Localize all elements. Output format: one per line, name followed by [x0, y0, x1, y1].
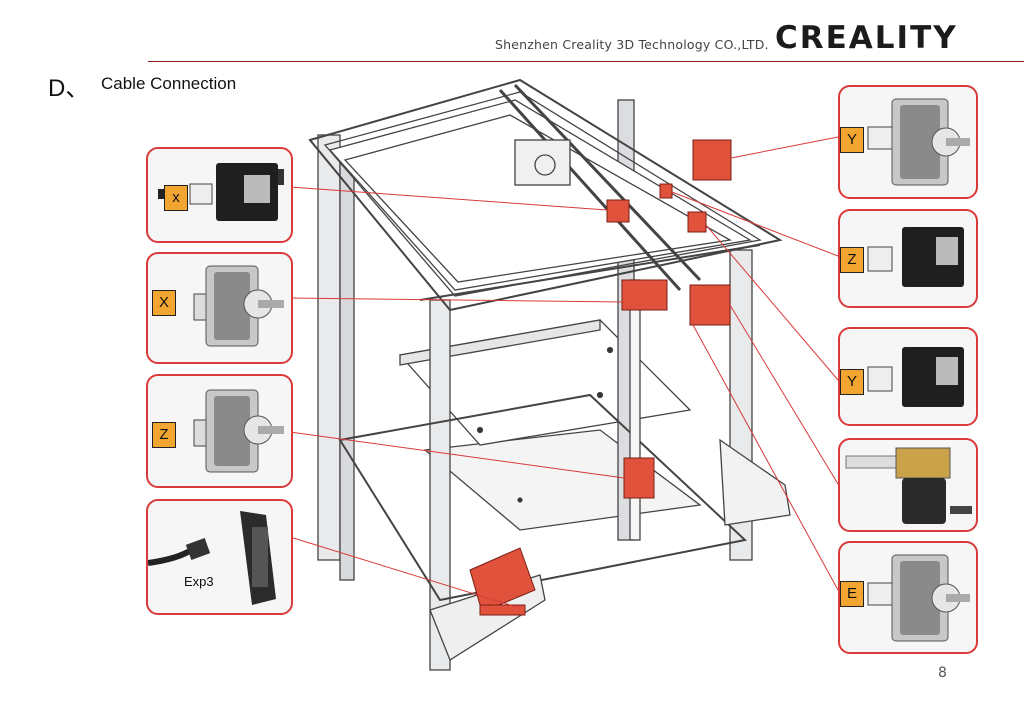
- callout-extruder: [838, 438, 978, 532]
- extruder-gear-icon: [895, 447, 951, 479]
- section-letter: D、: [48, 75, 90, 102]
- z-motor-part: [623, 457, 655, 499]
- callout-x-endstop: x: [146, 147, 293, 243]
- label-e-motor: E: [840, 581, 864, 607]
- screen-part: [469, 547, 536, 613]
- callout-z-endstop: Z: [838, 209, 978, 308]
- z-endstop-part: [659, 183, 673, 199]
- label-x-endstop: x: [164, 185, 188, 211]
- x-motor-part: [621, 279, 668, 311]
- base-plate: [423, 429, 702, 531]
- label-z-endstop: Z: [840, 247, 864, 273]
- header-divider: [148, 61, 1024, 62]
- hotend-block: [514, 139, 571, 186]
- callout-screen-cable: Exp3: [146, 499, 293, 615]
- callout-y-endstop: Y: [838, 327, 978, 426]
- y-motor-part: [692, 139, 732, 181]
- section-title: Cable Connection: [101, 74, 237, 93]
- frame-upright-left: [317, 134, 341, 561]
- callout-e-motor: E: [838, 541, 978, 654]
- extruder-part: [689, 284, 731, 326]
- callout-z-motor: Z: [146, 374, 293, 488]
- label-y-endstop: Y: [840, 369, 864, 395]
- page-number: 8: [938, 665, 947, 681]
- label-y-motor: Y: [840, 127, 864, 153]
- callout-y-motor: Y: [838, 85, 978, 199]
- label-z-motor: Z: [152, 422, 176, 448]
- callout-x-motor: X: [146, 252, 293, 364]
- company-name: Shenzhen Creality 3D Technology CO.,LTD.: [495, 37, 769, 52]
- label-x-motor: X: [152, 290, 176, 316]
- x-endstop-part: [606, 199, 630, 223]
- label-exp3: Exp3: [184, 574, 214, 589]
- y-endstop-part: [687, 211, 707, 233]
- brand-logo: CREALITY: [775, 20, 958, 56]
